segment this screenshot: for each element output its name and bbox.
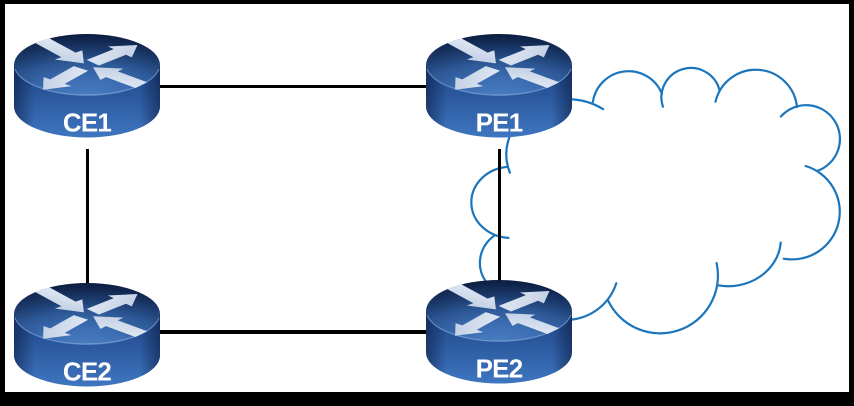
svg-text:PE1: PE1 — [476, 108, 523, 138]
svg-text:CE1: CE1 — [63, 108, 112, 138]
svg-text:PE2: PE2 — [476, 354, 523, 384]
svg-text:CE2: CE2 — [63, 356, 112, 386]
